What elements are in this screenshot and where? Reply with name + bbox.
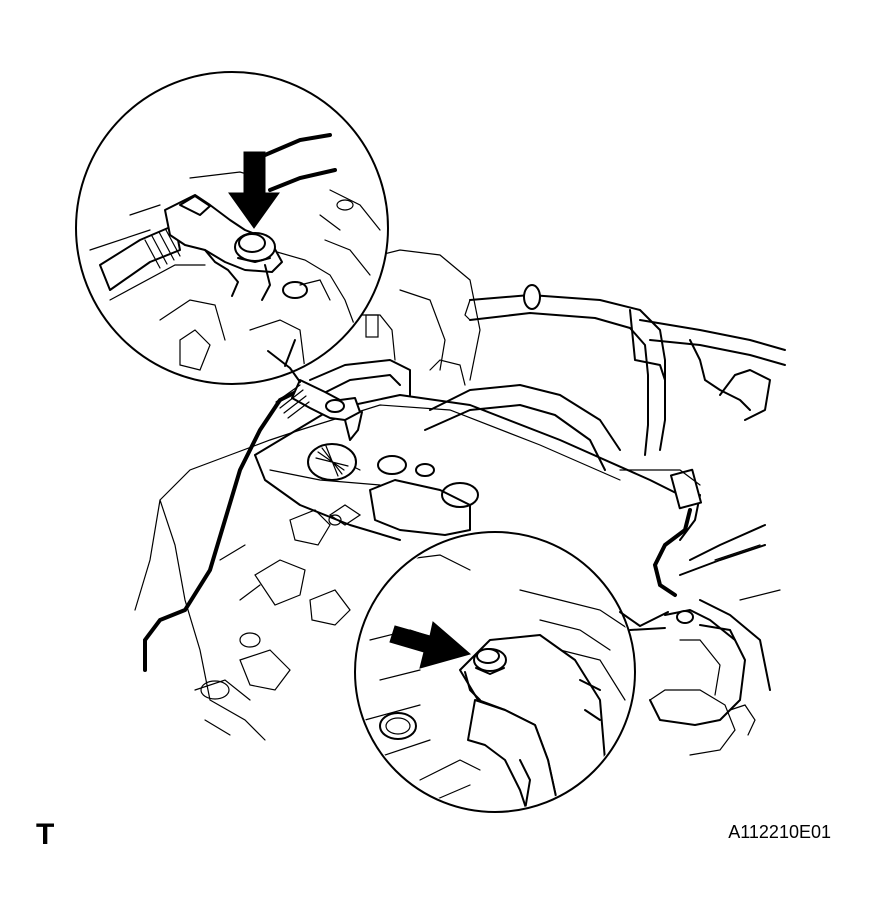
down-arrow-icon [228,151,280,229]
detail-view-harness-bolt [354,531,636,813]
figure-code: A112210E01 [728,822,831,842]
view-marker: T [36,818,55,851]
engine-block [134,249,786,756]
right-arrow-icon [389,621,472,669]
upper-clamp-main-view [275,379,363,441]
detail-view-ground-bolt [75,71,389,385]
